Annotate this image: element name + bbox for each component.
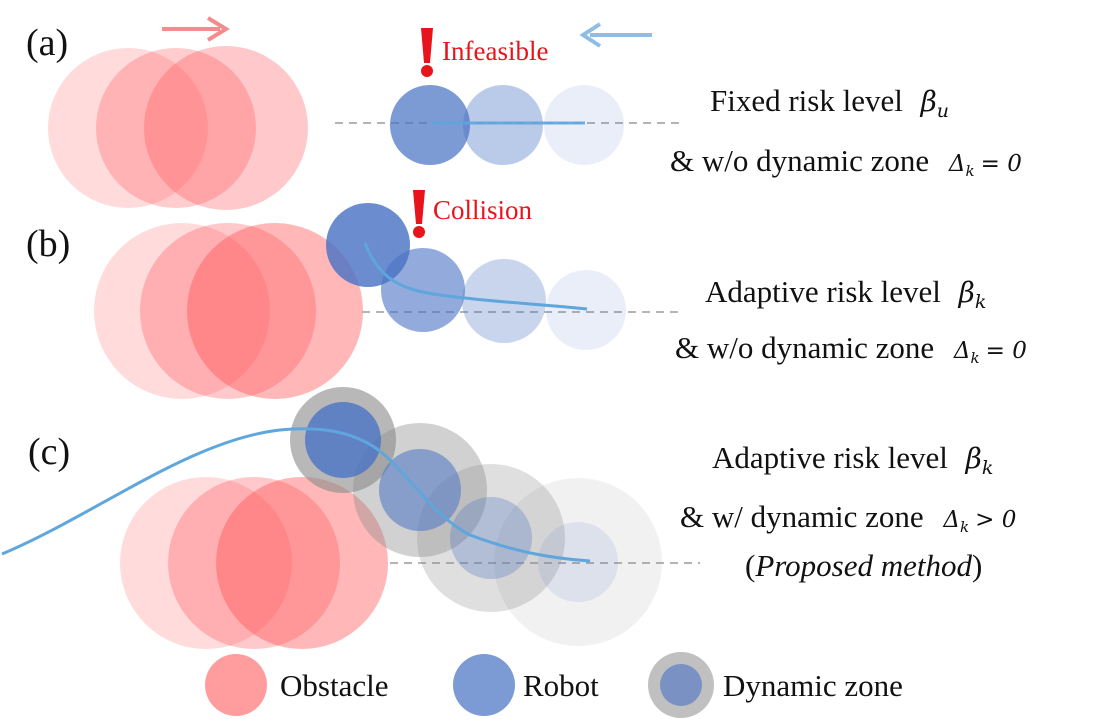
- obstacle-circle: [96, 48, 256, 208]
- robot-circle: [544, 85, 624, 165]
- panel-b: Collision (b) Adaptive risk level βk & w…: [26, 190, 1027, 399]
- warning-exclamation-icon: [421, 28, 433, 77]
- trajectory-curve: [1, 427, 591, 563]
- robot-swatch-icon: [453, 654, 515, 716]
- panel-a-obstacles: [48, 46, 308, 210]
- legend-item-dynamic-zone: Dynamic zone: [648, 652, 903, 718]
- panel-tag: (a): [26, 22, 68, 64]
- panel-caption-line2: & w/o dynamic zone Δk= 0: [675, 330, 1027, 367]
- panel-caption-line1: Fixed risk level βu: [710, 83, 949, 122]
- warning-label: Infeasible: [442, 36, 548, 66]
- obstacle-motion-arrow: [162, 16, 230, 42]
- panel-caption-line3: (Proposed method): [745, 548, 982, 583]
- panel-caption-line1: Adaptive risk level βk: [712, 440, 993, 479]
- legend-item-robot: Robot: [453, 654, 599, 716]
- legend-label: Obstacle: [280, 668, 388, 703]
- obstacle-circle: [168, 477, 340, 649]
- robot-swatch-icon: [660, 664, 702, 706]
- robot-circle: [450, 497, 532, 579]
- panel-c: (c) Adaptive risk level βk & w/ dynamic …: [1, 387, 1016, 649]
- panel-tag: (c): [28, 431, 70, 473]
- robot-circle: [381, 248, 465, 332]
- obstacle-circle: [94, 223, 270, 399]
- obstacle-circle: [140, 223, 316, 399]
- legend: Obstacle Robot Dynamic zone: [205, 652, 903, 718]
- panel-b-obstacles: [94, 223, 363, 399]
- panel-caption-line2: & w/ dynamic zone Δk> 0: [680, 499, 1016, 536]
- panel-tag: (b): [26, 223, 70, 265]
- obstacle-swatch-icon: [205, 654, 267, 716]
- warning-label: Collision: [433, 195, 533, 225]
- robot-circle: [538, 522, 618, 602]
- robot-circle: [305, 402, 381, 478]
- obstacle-circle: [48, 48, 208, 208]
- warning-exclamation-icon: [413, 190, 425, 238]
- panel-caption-line1: Adaptive risk level βk: [705, 274, 986, 313]
- panel-b-robots: [326, 203, 626, 350]
- panel-a-robots: [390, 85, 624, 165]
- legend-label: Robot: [523, 668, 599, 703]
- obstacle-circle: [144, 46, 308, 210]
- obstacle-circle: [187, 223, 363, 399]
- robot-circle: [463, 85, 543, 165]
- trajectory-curve: [363, 242, 588, 311]
- panel-caption-line2: & w/o dynamic zone Δk= 0: [670, 143, 1022, 180]
- legend-label: Dynamic zone: [723, 668, 903, 703]
- obstacle-circle: [216, 477, 388, 649]
- robot-circle: [390, 85, 470, 165]
- obstacle-circle: [120, 477, 292, 649]
- dynamic-zone-circle: [494, 478, 662, 646]
- robot-motion-arrow: [579, 22, 652, 48]
- panel-a: Infeasible (a) Fixed risk level βu & w/o…: [26, 16, 1022, 210]
- legend-item-obstacle: Obstacle: [205, 654, 388, 716]
- panel-c-obstacles: [120, 477, 388, 649]
